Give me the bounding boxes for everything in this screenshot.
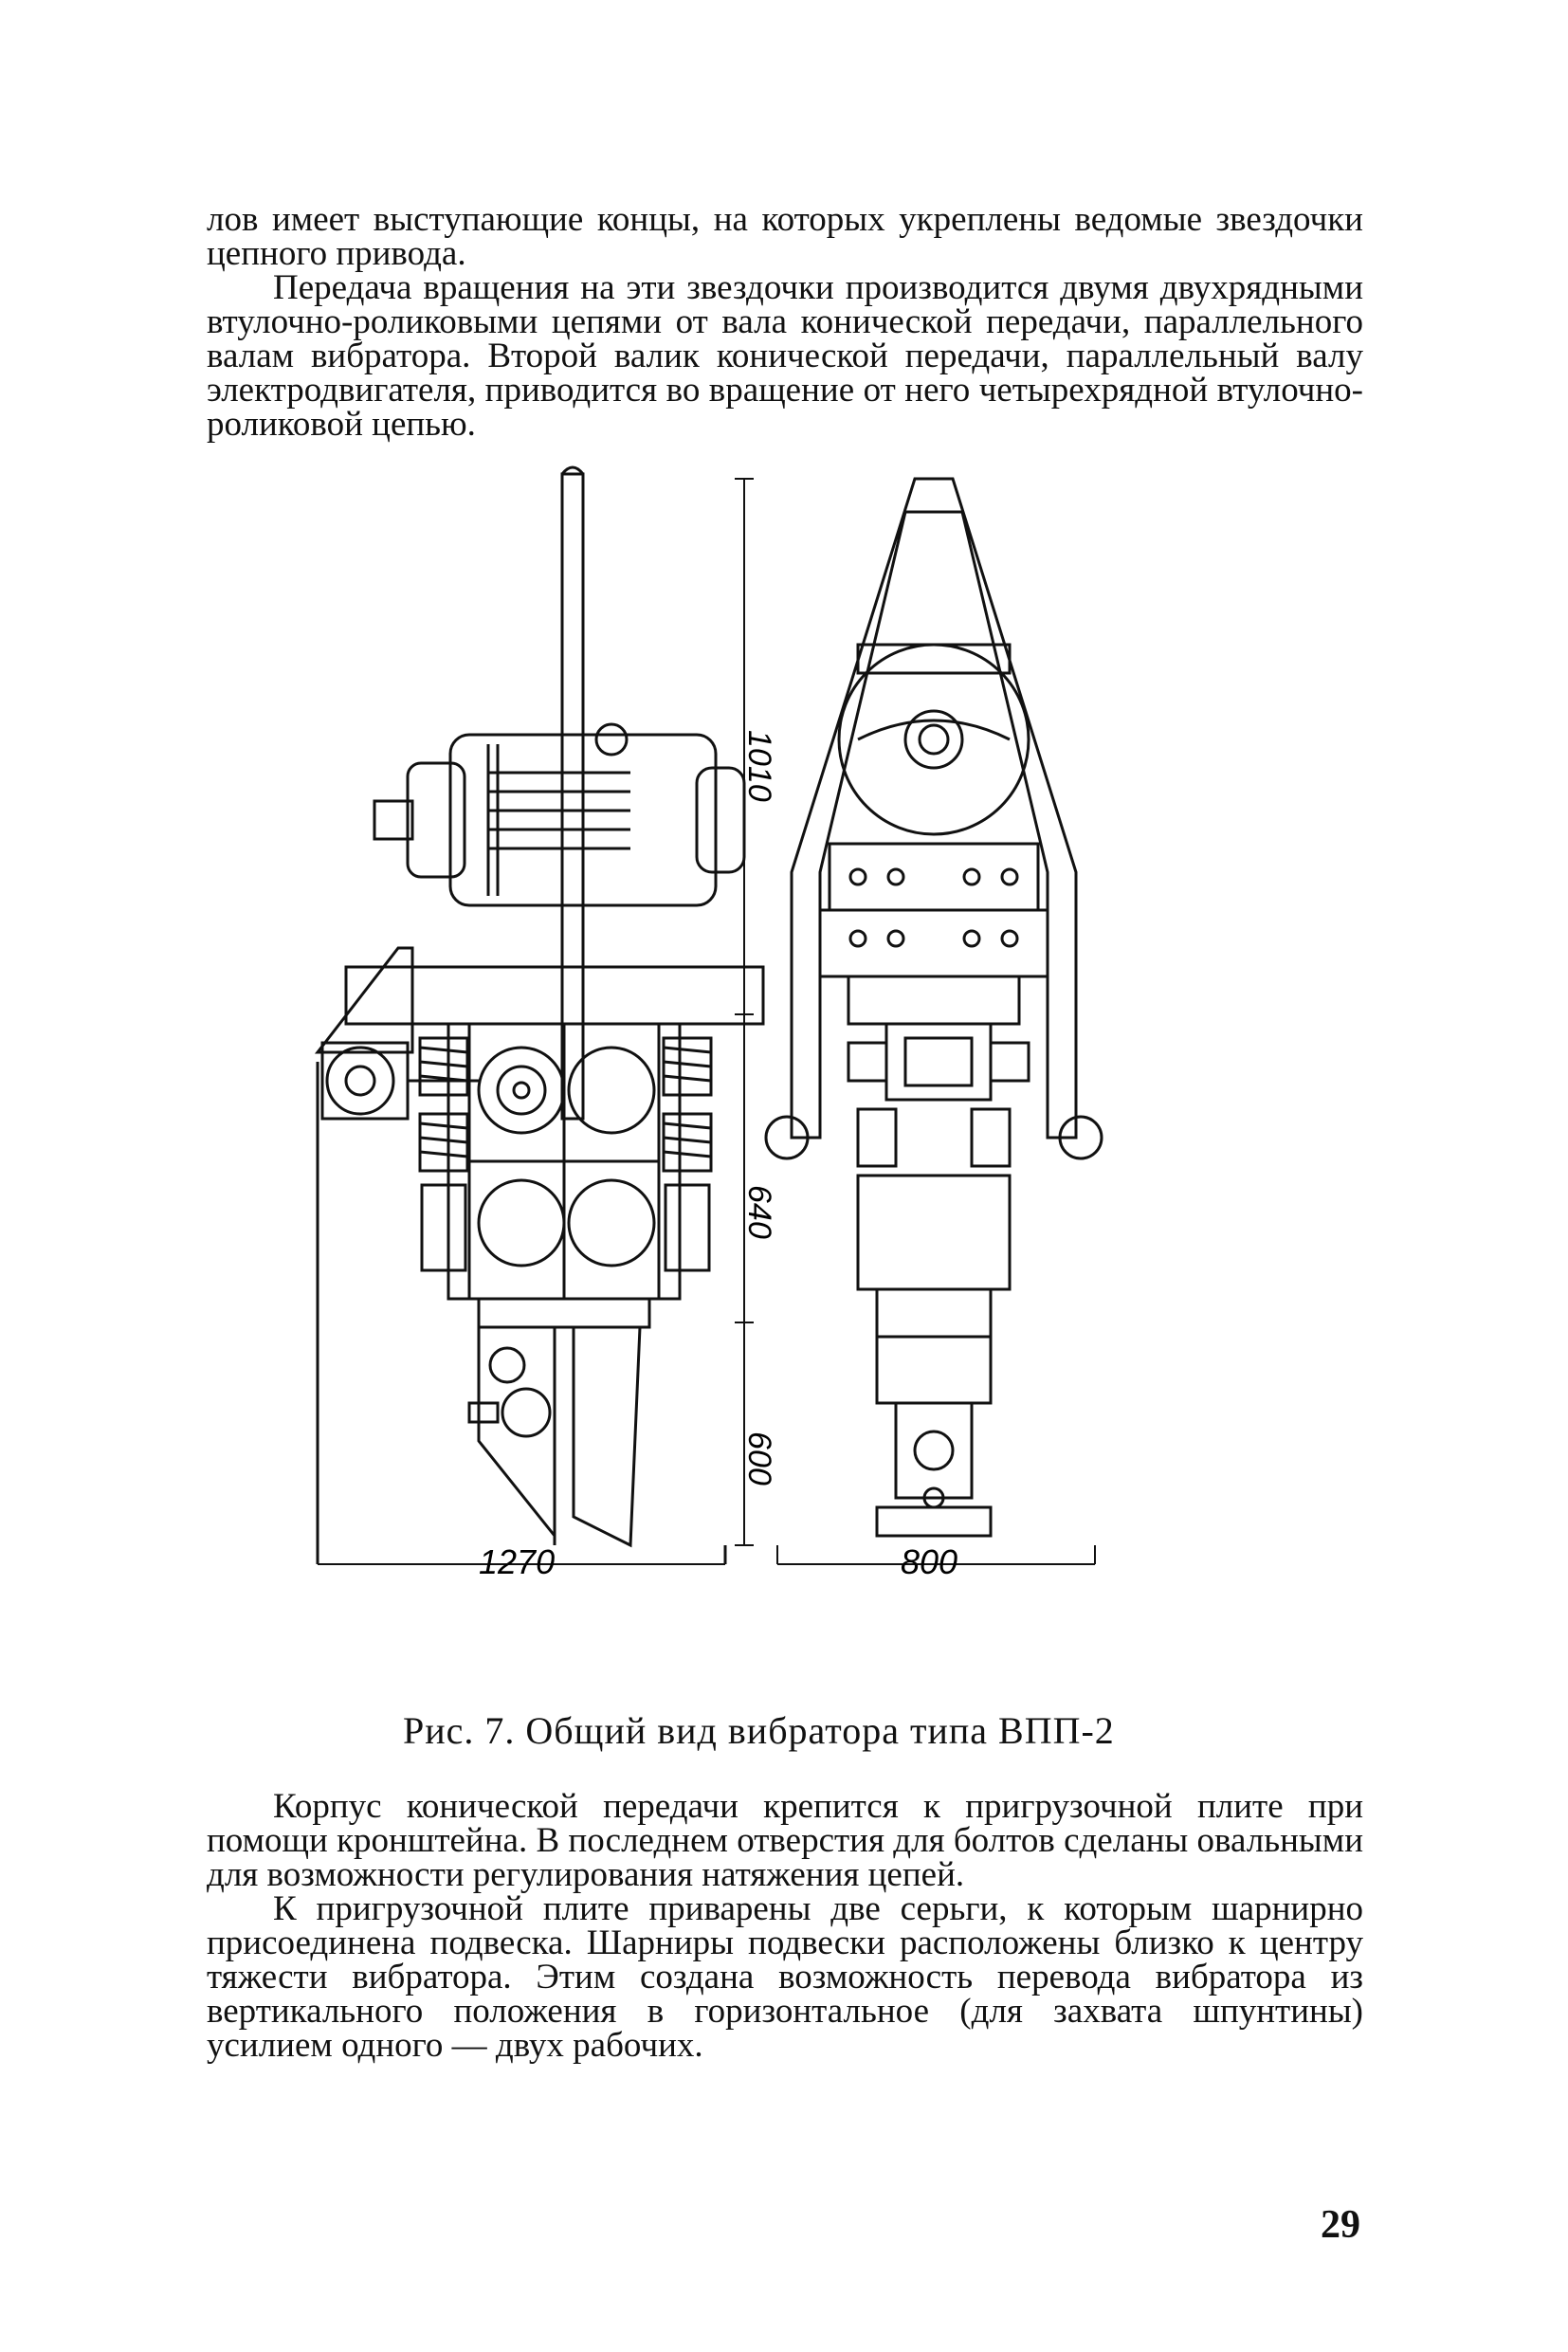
dimension-1010: 1010 — [741, 730, 777, 802]
load-plate — [467, 1326, 642, 1548]
spring-right — [662, 1036, 713, 1272]
suspension-frame — [764, 477, 1103, 1160]
vibrator-drawing: 1010 640 600 1270 800 — [314, 465, 1103, 1581]
dimension-800: 800 — [901, 1542, 957, 1581]
gearbox-front — [818, 842, 1049, 1026]
text-block-top: лов имеет выступающие концы, на которых … — [207, 200, 1363, 444]
center-column — [847, 1022, 1030, 1538]
paragraph-bracket: Корпус конической передачи крепится к пр… — [207, 1787, 1363, 1894]
dimension-640: 640 — [741, 1185, 777, 1239]
paragraph-transmission: Передача вращения на эти звездочки произ… — [207, 268, 1363, 444]
bracket — [314, 946, 414, 1054]
vibrator-body — [447, 1022, 682, 1329]
page-number: 29 — [1321, 2203, 1360, 2247]
electric-motor — [373, 722, 746, 907]
dimension-600: 600 — [741, 1431, 777, 1486]
bevel-gear-housing — [320, 1041, 479, 1121]
top-plate — [344, 965, 765, 1026]
figure-caption: Рис. 7. Общий вид вибратора типа ВПП-2 — [403, 1709, 1115, 1752]
motor-front — [837, 643, 1030, 836]
paragraph-suspension: К пригрузочной плите приварены две серьг… — [207, 1889, 1363, 2065]
dimension-1270: 1270 — [479, 1542, 555, 1581]
handle-bar — [560, 472, 585, 1121]
paragraph-continuation: лов имеет выступающие концы, на которых … — [207, 200, 1363, 273]
spring-left — [418, 1036, 469, 1272]
text-block-bottom: Корпус конической передачи крепится к пр… — [207, 1787, 1363, 2065]
